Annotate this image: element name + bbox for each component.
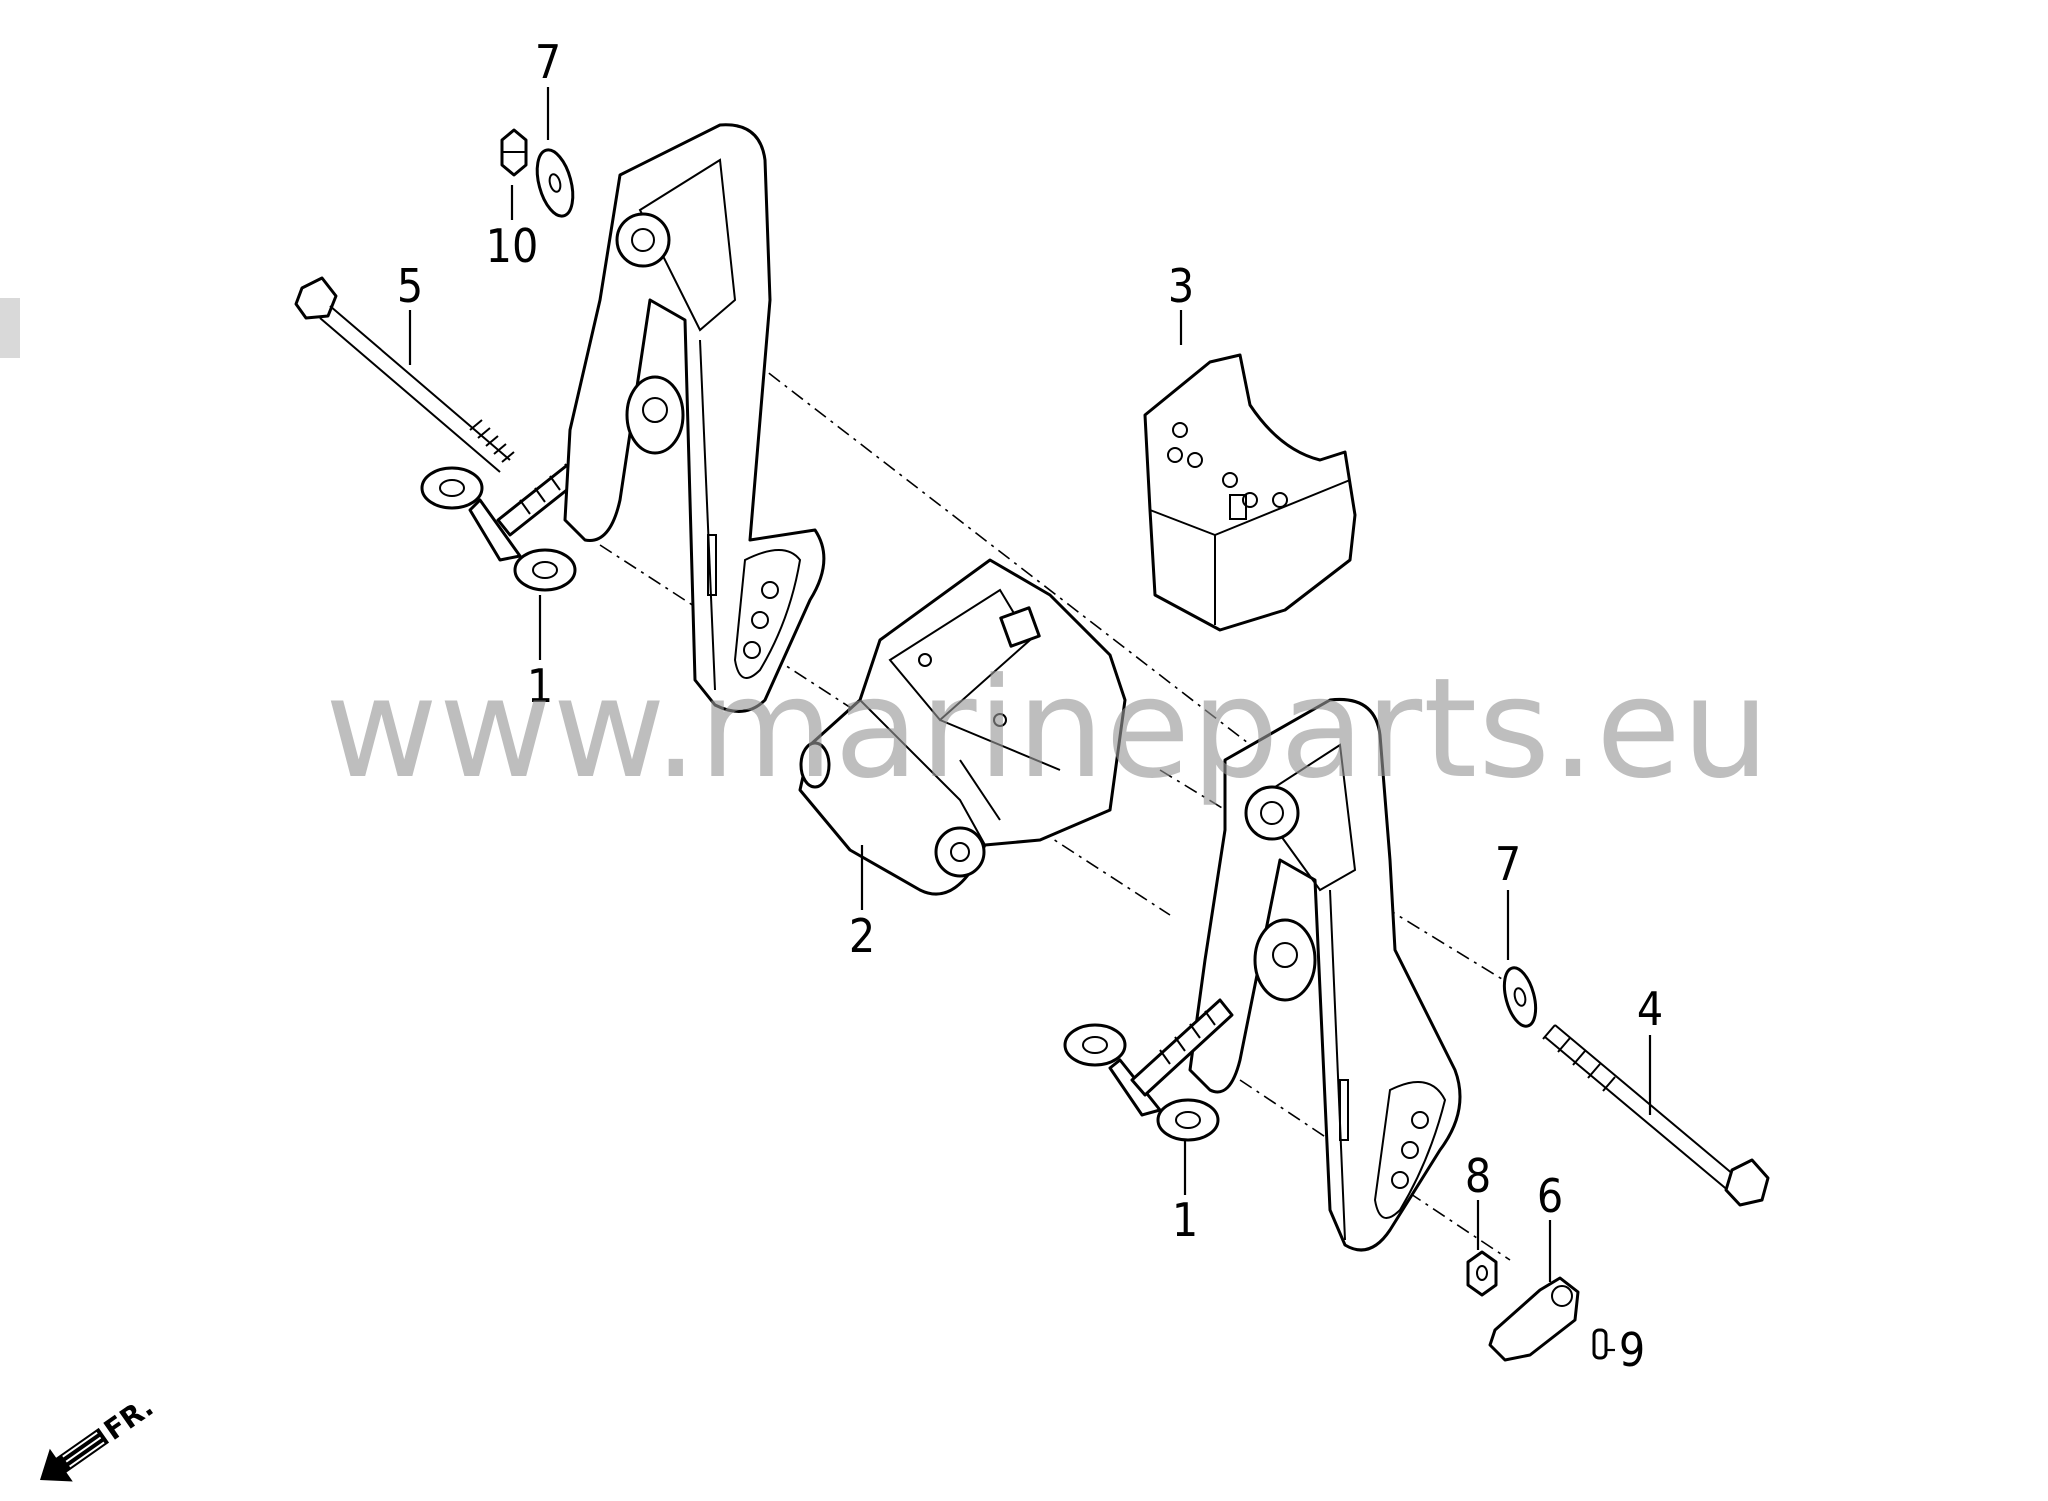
callout-7-right: 7: [1495, 837, 1521, 891]
part-7-washer-right: [1502, 966, 1538, 1028]
part-3-cushion: [1143, 353, 1357, 632]
callout-3: 3: [1168, 259, 1194, 313]
callout-6: 6: [1537, 1169, 1563, 1223]
callout-1-left: 1: [527, 659, 553, 713]
part-10-nut: [500, 128, 528, 177]
part-9-pin: [1592, 1328, 1608, 1360]
callout-5: 5: [397, 259, 423, 313]
edge-mark: [0, 298, 20, 358]
callout-10: 10: [486, 219, 539, 273]
front-direction-label: FR.: [98, 1390, 159, 1447]
part-8-nut: [1466, 1250, 1498, 1297]
part-7-washer-top: [535, 148, 575, 218]
callout-9: 9: [1619, 1323, 1645, 1377]
part-6-lever: [1488, 1276, 1580, 1362]
callouts: 7 10 5 1 3 2 7 4 1 8 6 9: [397, 35, 1663, 1377]
callout-8: 8: [1465, 1149, 1491, 1203]
callout-7-top: 7: [535, 35, 561, 89]
leader-lines: [408, 87, 1652, 1352]
part-5-bolt: [294, 276, 515, 473]
watermark: www.marineparts.eu: [325, 648, 1771, 809]
front-arrow-icon: FR.: [40, 1390, 159, 1482]
callout-2: 2: [849, 909, 875, 963]
bracket-left: [563, 123, 826, 713]
bracket-right: [1188, 697, 1462, 1252]
callout-1-right: 1: [1172, 1193, 1198, 1247]
part-2-swivel: [798, 558, 1127, 896]
callout-4: 4: [1637, 982, 1663, 1036]
part-1-eyebolt-right: [1063, 998, 1234, 1142]
part-4-bolt: [1542, 1024, 1770, 1207]
